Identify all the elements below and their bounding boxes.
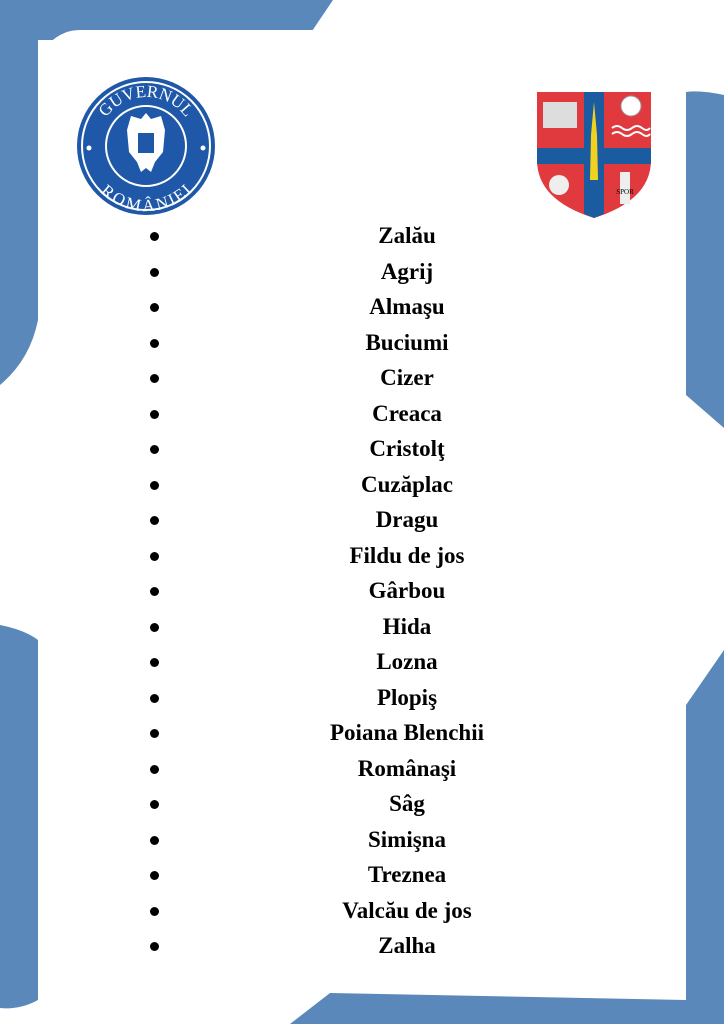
list-item: Treznea — [0, 857, 724, 893]
list-item: Poiana Blenchii — [0, 715, 724, 751]
bullet-icon — [150, 835, 159, 845]
bullet-icon — [150, 622, 159, 632]
locality-name: Sâg — [389, 791, 425, 816]
bullet-icon — [150, 516, 159, 525]
locality-name: Românaşi — [357, 755, 457, 781]
list-item: Buciumi — [0, 325, 724, 361]
list-item: Hida — [0, 609, 724, 645]
locality-name: Gârbou — [368, 578, 446, 603]
list-item: Cristolţ — [0, 431, 724, 467]
county-coat-of-arms: SPOR — [537, 92, 651, 218]
bullet-icon — [150, 871, 159, 880]
list-item: Creaca — [0, 396, 724, 432]
locality-name: Zalha — [378, 933, 436, 958]
locality-name: Cristolţ — [369, 436, 445, 461]
bullet-icon — [150, 480, 159, 490]
bullet-icon — [150, 587, 159, 596]
list-item: Simişna — [0, 822, 724, 858]
bullet-icon — [150, 658, 159, 667]
list-item: Românaşi — [0, 751, 724, 787]
bullet-icon — [150, 374, 159, 383]
bullet-icon — [150, 232, 159, 241]
locality-name: Almaşu — [369, 294, 445, 319]
locality-name: Fildu de jos — [349, 542, 465, 568]
bullet-icon — [150, 303, 159, 312]
bullet-icon — [150, 800, 159, 809]
list-item: Sâg — [0, 786, 724, 822]
locality-name: Plopiş — [376, 684, 438, 710]
locality-name: Valcău de jos — [342, 897, 472, 923]
shape-bottom-left — [0, 625, 38, 1009]
list-item: Agrij — [0, 254, 724, 290]
bullet-icon — [150, 729, 159, 738]
list-item: Fildu de jos — [0, 538, 724, 574]
locality-name: Buciumi — [365, 329, 449, 355]
list-item: Dragu — [0, 502, 724, 538]
locality-name: Hida — [382, 613, 432, 639]
government-logo: GUVERNUL ROMÂNIEI — [77, 77, 215, 215]
locality-name: Simişna — [368, 826, 446, 852]
bullet-icon — [150, 693, 159, 703]
list-item: Lozna — [0, 644, 724, 680]
shape-right — [686, 91, 724, 428]
list-item: Zalău — [0, 218, 724, 254]
locality-name: Dragu — [375, 507, 439, 532]
bullet-icon — [150, 551, 159, 561]
list-item: Cuzăplac — [0, 467, 724, 503]
bullet-icon — [150, 445, 159, 454]
locality-name: Cizer — [380, 365, 434, 390]
list-item: Zalha — [0, 928, 724, 964]
list-item: Gârbou — [0, 573, 724, 609]
bullet-icon — [150, 267, 159, 277]
bullet-icon — [150, 764, 159, 774]
bullet-icon — [150, 409, 159, 419]
list-item: Plopiş — [0, 680, 724, 716]
list-item: Cizer — [0, 360, 724, 396]
bullet-icon — [150, 906, 159, 916]
locality-name: Cuzăplac — [361, 471, 453, 497]
locality-name: Creaca — [372, 400, 442, 426]
bullet-icon — [150, 338, 159, 348]
locality-name: Treznea — [367, 862, 447, 887]
locality-name: Zalău — [378, 223, 436, 248]
bullet-icon — [150, 942, 159, 951]
locality-name: Poiana Blenchii — [330, 720, 484, 745]
list-item: Almaşu — [0, 289, 724, 325]
locality-name: Agrij — [380, 258, 434, 284]
locality-name: Lozna — [376, 649, 438, 674]
coat-motto: SPOR — [616, 188, 634, 196]
list-item: Valcău de jos — [0, 893, 724, 929]
